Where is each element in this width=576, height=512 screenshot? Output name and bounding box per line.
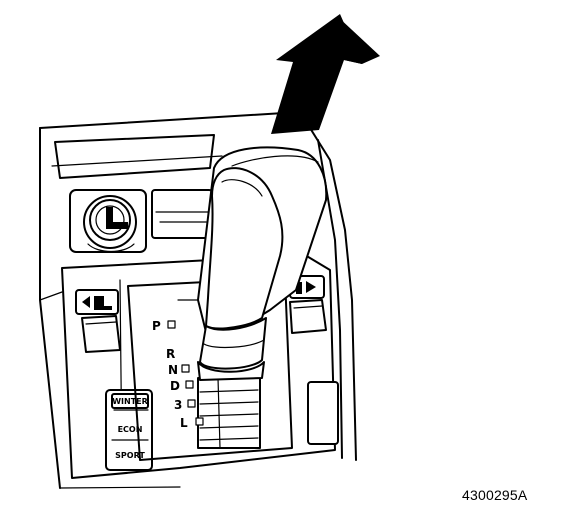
seat-heater-left-icon <box>82 296 90 308</box>
seat-heater-right-icon <box>306 281 316 293</box>
blank-switch-panel <box>151 189 213 239</box>
gear-label-3: 3 <box>174 398 182 412</box>
ignition-knob-icon <box>69 189 147 253</box>
mode-switch[interactable]: WINTER ECON SPORT <box>105 389 153 471</box>
seat-heater-right-switch[interactable] <box>289 275 327 334</box>
mode-label-econ: ECON <box>118 425 143 434</box>
mode-label-sport: SPORT <box>115 451 145 460</box>
gear-shift-lever[interactable] <box>197 146 328 381</box>
gear-label-p: P <box>152 319 161 333</box>
gear-position-labels: P R N D 3 L <box>152 319 204 430</box>
upper-tray <box>54 134 215 179</box>
gear-label-n: N <box>168 363 178 377</box>
gear-label-d: D <box>170 379 180 393</box>
mode-label-winter: WINTER <box>112 397 148 406</box>
seat-heater-left-switch[interactable] <box>75 289 121 353</box>
move-up-arrow-icon <box>271 14 362 134</box>
right-blank-button <box>307 381 339 445</box>
gear-label-r: R <box>166 347 175 361</box>
figure-number: 4300295A <box>462 487 528 503</box>
gear-label-l: L <box>180 416 188 430</box>
